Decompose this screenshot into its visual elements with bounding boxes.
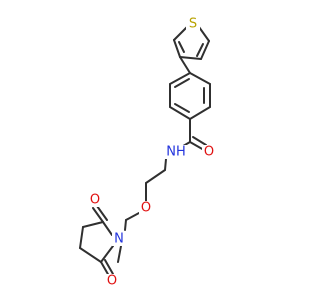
bond-c5-o-2 — [104, 259, 114, 275]
atom-label-imide-nitrogen: N — [114, 232, 124, 247]
atom-bg-o-carbonyl — [202, 145, 216, 159]
bond-n-c2 — [102, 221, 113, 236]
bond-c5-o-1 — [100, 261, 110, 277]
bond-thiophene-4 — [179, 56, 202, 60]
bond-o-ch2 — [125, 212, 140, 221]
bond-benzene-4 — [169, 106, 191, 120]
atom-bg-o-imide-top — [88, 193, 102, 207]
atom-label-imide-oxygen-bottom: O — [107, 274, 117, 289]
bond-layer — [79, 26, 211, 277]
atom-label-sulfur: S — [189, 17, 197, 32]
bond-c2-o-1 — [92, 207, 104, 223]
bond-n-c5 — [117, 245, 122, 263]
bond-thiophene-3 — [200, 40, 210, 60]
atom-bg-nh — [165, 145, 187, 159]
bond-benzene-1 — [189, 72, 211, 85]
atom-label-amide-nh: NH — [166, 145, 186, 160]
bond-benzene-6 — [169, 72, 191, 85]
bond-ch2-ch2b — [124, 219, 127, 231]
atom-bg-o-ether — [139, 201, 153, 215]
bond-thiophene-benzene — [179, 56, 191, 74]
bond-benzene-4b — [174, 103, 190, 113]
atom-bg-n-imide — [112, 232, 126, 246]
bond-benzene-3 — [189, 106, 211, 120]
bond-carbonyl-o-2 — [192, 136, 207, 146]
atom-bg-o-imide-bottom — [105, 274, 119, 288]
bond-thiophene-5b — [178, 41, 185, 53]
bond-thiophene-3b — [196, 43, 204, 57]
bond-n-ch2 — [164, 158, 167, 171]
atom-label-imide-oxygen-top: O — [90, 193, 100, 208]
bond-c5-n — [100, 245, 114, 263]
atom-label-layer: S NH O O N O O — [88, 17, 216, 289]
bond-thiophene-1 — [173, 26, 188, 41]
bond-thiophene-2 — [198, 26, 210, 42]
molecule-structure-diagram: S NH O O N O O — [79, 17, 216, 289]
atom-bg-s — [186, 17, 200, 31]
bond-ch2-ch2 — [145, 169, 166, 184]
bond-thiophene-5 — [173, 39, 181, 58]
bond-c2-o-2 — [96, 205, 108, 221]
bond-carbonyl-o-1 — [189, 141, 205, 151]
bond-c4-c5 — [79, 247, 102, 263]
atom-label-ether-oxygen: O — [141, 201, 151, 216]
bond-c2-c3 — [82, 221, 104, 228]
bond-benzene-6b — [174, 78, 190, 88]
atom-label-carbonyl-oxygen: O — [204, 145, 214, 160]
bond-c3-c4 — [79, 226, 84, 249]
